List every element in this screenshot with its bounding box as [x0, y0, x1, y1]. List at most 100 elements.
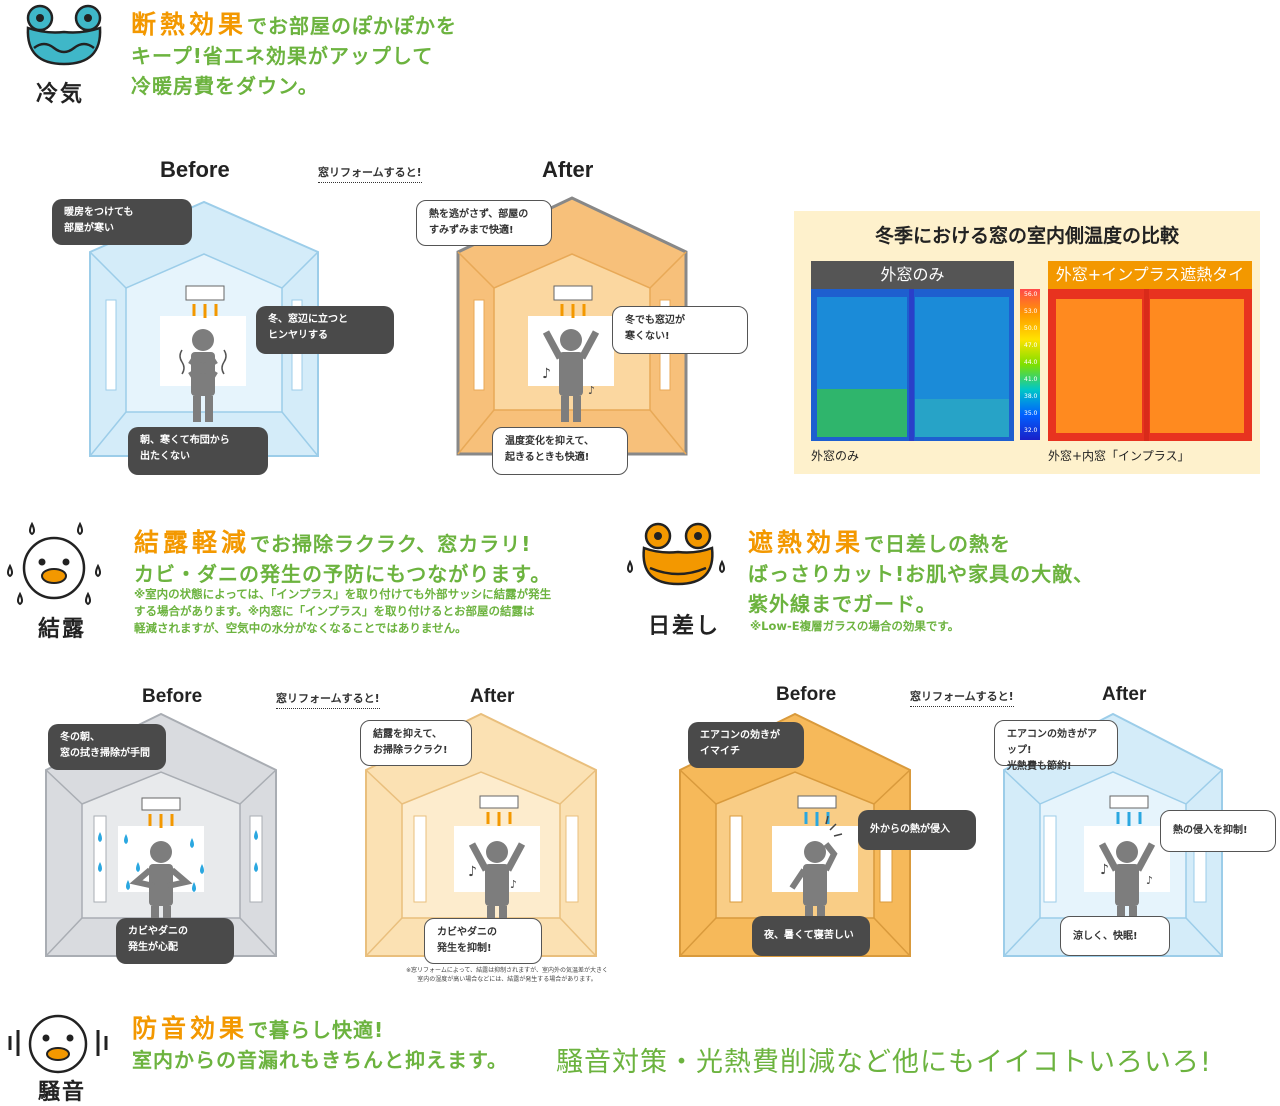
insulation-headline-line3: 冷暖房費をダウン。: [131, 74, 319, 98]
thermography-title: 冬季における窓の室内側温度の比較: [874, 225, 1179, 247]
bubble-text: お掃除ラクラク!: [373, 745, 448, 756]
sunlight-headline-line2: ばっさりカット!お肌や家具の大敵、: [748, 562, 1095, 586]
after-label-condensation: After: [470, 686, 515, 707]
thermography-panel: 冬季における窓の室内側温度の比較 外窓のみ 外窓+インプラス遮熱タイプ 56.0…: [794, 211, 1260, 474]
bubble-text: 起きるときも快適!: [505, 452, 590, 463]
svg-text:♪: ♪: [542, 366, 551, 382]
room-insulation-before: [89, 200, 319, 457]
bubble-sunlight-after-1: エアコンの効きがアップ!光熱費も節約!: [994, 720, 1118, 772]
after-label-insulation: After: [542, 157, 594, 182]
sunlight-note: ※Low-E複層ガラスの場合の効果です。: [750, 619, 960, 633]
thermo-caption-right: 外窓+内窓「インプラス」: [1048, 449, 1190, 463]
condensation-headline-rest: でお掃除ラクラク、窓カラリ!: [250, 532, 532, 556]
note-line: 軽減されますが、空気中の水分がなくなることではありません。: [134, 621, 467, 635]
noise-headline-rest: で暮らし快適!: [248, 1018, 385, 1042]
bubble-text: すみずみまで快適!: [429, 225, 514, 236]
reform-label-insulation: 窓リフォームすると!: [318, 164, 422, 183]
bubble-condensation-before-1: 冬の朝、窓の拭き掃除が手間: [48, 724, 166, 770]
bubble-text: 朝、寒くて布団から: [140, 435, 230, 446]
bubble-condensation-before-2: カビやダニの発生が心配: [116, 918, 234, 964]
svg-text:♪: ♪: [1100, 862, 1109, 878]
insulation-headline: 断熱効果でお部屋のぽかぽかを キープ!省エネ効果がアップして 冷暖房費をダウン。: [131, 10, 457, 101]
scale-tick: 47.0: [1024, 342, 1038, 349]
condensation-note: ※室内の状態によっては、「インプラス」を取り付けても外部サッシに結露が発生 する…: [134, 586, 551, 637]
room-condensation-after: ♪ ♪: [365, 712, 597, 957]
bubble-text: 寒くない!: [625, 331, 670, 342]
noise-headline-line2: 室内からの音漏れもきちんと抑えます。: [132, 1048, 508, 1072]
thermo-tab-left: 外窓のみ: [811, 261, 1014, 289]
before-label-insulation: Before: [160, 157, 230, 182]
bubble-condensation-after-2: カビやダニの発生を抑制!: [424, 918, 542, 964]
thermal-image-with-inplus: [1048, 289, 1252, 441]
mascot-label-condensation: 結露: [38, 617, 87, 642]
bubble-sunlight-before-2: 外からの熱が侵入: [858, 810, 976, 850]
mascot-label-noise: 騒音: [38, 1080, 87, 1105]
insulation-headline-line2: キープ!省エネ効果がアップして: [131, 44, 434, 68]
temperature-scale: [1020, 289, 1040, 440]
bubble-insulation-after-1: 熱を逃がさず、部屋のすみずみまで快適!: [416, 200, 552, 246]
bubble-insulation-after-3: 温度変化を抑えて、起きるときも快適!: [492, 427, 628, 475]
orange-frog-mascot-icon: [627, 522, 725, 586]
condensation-headline: 結露軽減でお掃除ラクラク、窓カラリ! カビ・ダニの発生の予防にもつながります。: [134, 528, 551, 589]
reform-label-condensation: 窓リフォームすると!: [276, 690, 380, 709]
bubble-text: 温度変化を抑えて、: [505, 436, 594, 447]
bubble-text: ヒンヤリする: [268, 330, 328, 341]
bubble-sunlight-after-2: 熱の侵入を抑制!: [1160, 810, 1276, 852]
scale-tick: 38.0: [1024, 393, 1038, 400]
bubble-text: 出たくない: [140, 451, 190, 462]
bubble-text: エアコンの効きがアップ!: [1007, 729, 1097, 756]
noise-mascot-icon: [8, 1014, 108, 1074]
scale-tick: 56.0: [1024, 291, 1038, 298]
bubble-insulation-after-2: 冬でも窓辺が寒くない!: [612, 306, 748, 354]
noise-headline: 防音効果で暮らし快適! 室内からの音漏れもきちんと抑えます。: [132, 1014, 508, 1075]
scale-tick: 41.0: [1024, 376, 1038, 383]
scale-tick: 53.0: [1024, 308, 1038, 315]
bubble-text: 窓の拭き掃除が手間: [60, 748, 150, 759]
bubble-text: 冬でも窓辺が: [625, 315, 685, 326]
svg-text:♪: ♪: [1146, 874, 1153, 887]
condensation-headline-line2: カビ・ダニの発生の予防にもつながります。: [134, 562, 552, 586]
bubble-text: 冬、窓辺に立つと: [268, 314, 348, 325]
bubble-condensation-after-1: 結露を抑えて、お掃除ラクラク!: [360, 720, 472, 766]
room-sunlight-after: ♪ ♪: [1003, 712, 1223, 957]
insulation-headline-rest: でお部屋のぽかぽかを: [247, 14, 458, 38]
after-label-sunlight: After: [1102, 684, 1147, 705]
bubble-text: 発生を抑制!: [437, 943, 492, 954]
frog-mascot-icon: [26, 4, 102, 66]
bubble-text: カビやダニの: [437, 927, 497, 938]
bubble-text: 発生が心配: [128, 942, 178, 953]
bubble-insulation-before-2: 冬、窓辺に立つとヒンヤリする: [256, 306, 394, 354]
bubble-text: 熱を逃がさず、部屋の: [429, 209, 529, 220]
before-label-condensation: Before: [142, 686, 203, 707]
sunlight-headline: 遮熱効果で日差しの熱を ばっさりカット!お肌や家具の大敵、 紫外線までガード。: [748, 528, 1094, 619]
before-label-sunlight: Before: [776, 684, 837, 705]
svg-text:♪: ♪: [510, 878, 517, 891]
room-sunlight-before: [679, 712, 911, 957]
fine-line: 室内の湿度が高い場合などには、結露が発生する場合があります。: [417, 976, 597, 983]
bubble-text: 冬の朝、: [60, 732, 100, 743]
closing-tagline: 騒音対策・光熱費削減など他にもイイコトいろいろ!: [556, 1047, 1212, 1078]
svg-text:♪: ♪: [468, 864, 477, 880]
bubble-sunlight-before-3: 夜、暑くて寝苦しい: [752, 916, 870, 956]
condensation-fine-print: ※窓リフォームによって、結露は抑制されますが、室内外の気温差が大きく 室内の湿度…: [392, 966, 622, 984]
note-line: ※室内の状態によっては、「インプラス」を取り付けても外部サッシに結露が発生: [134, 587, 552, 601]
bubble-text: 暖房をつけても: [64, 207, 134, 218]
fine-line: ※窓リフォームによって、結露は抑制されますが、室内外の気温差が大きく: [406, 967, 608, 974]
mascot-label-sunlight: 日差し: [648, 614, 721, 639]
mascot-label-cold: 冷気: [36, 82, 85, 107]
noise-headline-em: 防音効果: [132, 1014, 249, 1043]
scale-tick: 32.0: [1024, 427, 1038, 434]
note-line: する場合があります。※内窓に「インプラス」を取り付けるとお部屋の結露は: [134, 604, 535, 618]
scale-tick: 35.0: [1024, 410, 1038, 417]
room-condensation-before: [45, 712, 277, 957]
bubble-insulation-before-1: 暖房をつけても部屋が寒い: [52, 199, 192, 245]
bubble-text: イマイチ: [700, 746, 740, 757]
drop-mascot-icon: [7, 521, 101, 606]
bubble-text: 結露を抑えて、: [373, 729, 442, 740]
insulation-headline-em: 断熱効果: [131, 10, 248, 39]
reform-label-sunlight: 窓リフォームすると!: [910, 688, 1014, 707]
bubble-text: エアコンの効きが: [700, 730, 780, 741]
thermo-caption-left: 外窓のみ: [811, 449, 860, 463]
thermal-image-outer-only: [811, 289, 1014, 441]
svg-text:♪: ♪: [588, 384, 595, 397]
